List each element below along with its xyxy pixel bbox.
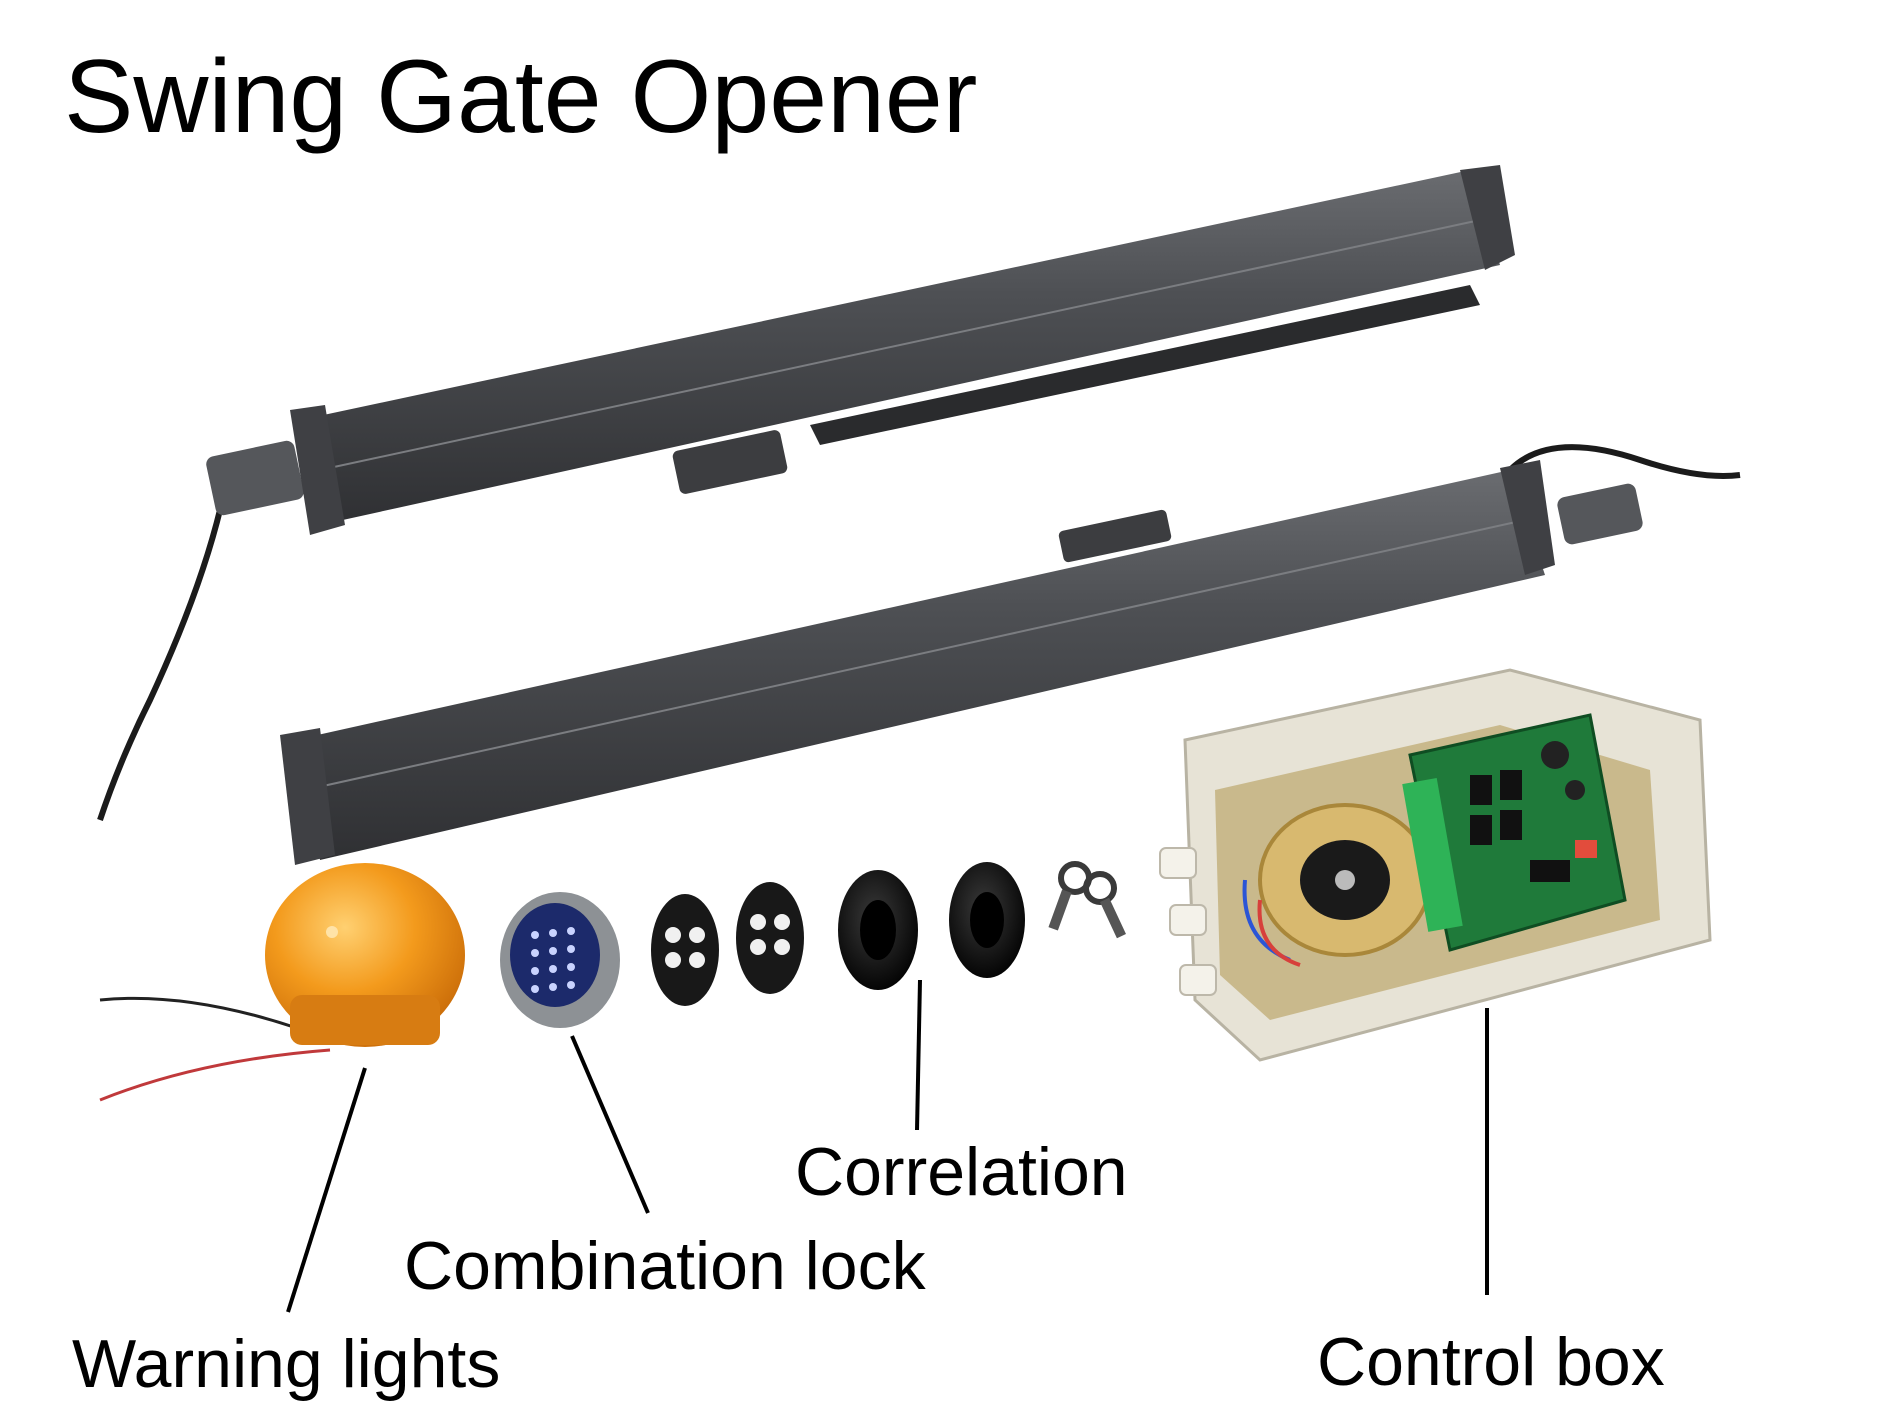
combination-lock-leader-line	[570, 1035, 650, 1214]
actuator-cable	[1507, 444, 1741, 479]
keys	[1048, 861, 1126, 939]
front-end-cap	[1500, 460, 1555, 575]
actuator-tube	[295, 470, 1545, 860]
control-box-label: Control box	[1317, 1324, 1665, 1400]
circuit-board	[1402, 713, 1627, 952]
combination-lock-keypad	[500, 892, 620, 1028]
slider-carriage	[1058, 509, 1172, 563]
warning-lights-label: Warning lights	[72, 1326, 501, 1402]
rear-end-cap	[280, 728, 335, 865]
front-end-cap	[1460, 165, 1515, 270]
photocell-sensor	[838, 870, 918, 990]
control-box	[1159, 668, 1712, 1062]
correlation-label: Correlation	[795, 1134, 1128, 1210]
cable-glands	[1159, 847, 1217, 996]
correlation-leader-line	[915, 979, 922, 1131]
remote-control	[651, 894, 719, 1006]
photocell-sensor	[949, 862, 1025, 978]
lower-gate-actuator	[280, 444, 1741, 865]
page-title: Swing Gate Opener	[64, 39, 978, 155]
lamp-base	[290, 995, 440, 1045]
rear-mount-bracket	[206, 440, 304, 516]
actuator-tube	[300, 170, 1500, 525]
rear-end-cap	[290, 405, 345, 535]
slider-carriage	[672, 430, 788, 494]
actuator-cable	[97, 459, 233, 821]
terminal-block	[1402, 778, 1463, 932]
lamp-wire-red	[99, 1048, 331, 1102]
rear-mount-bracket	[1557, 483, 1643, 545]
combination-lock-label: Combination lock	[404, 1228, 926, 1304]
toroidal-transformer	[1242, 803, 1432, 967]
warning-light	[99, 863, 465, 1102]
upper-gate-actuator	[97, 165, 1515, 821]
remote-control	[736, 882, 804, 994]
warning-lights-leader-line	[286, 1067, 367, 1313]
keypad-face	[510, 903, 600, 1007]
